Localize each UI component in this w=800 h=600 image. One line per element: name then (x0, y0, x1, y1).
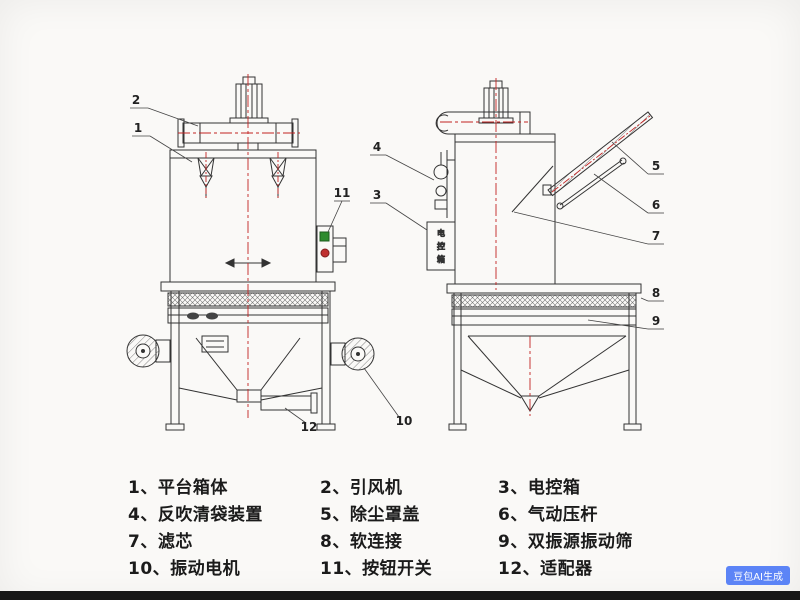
legend-num-2: 2、 (320, 478, 350, 498)
front-centerlines (178, 74, 300, 418)
legend-item-10: 10、振动电机 (128, 559, 320, 579)
callout-1: 1 (134, 121, 142, 135)
fan-motor-icon (229, 76, 269, 124)
legend-num-10: 10、 (128, 559, 171, 579)
callout-8: 8 (652, 286, 660, 300)
legend-label-12: 适配器 (540, 559, 593, 579)
legend-item-3: 3、电控箱 (498, 478, 758, 498)
callout-12: 12 (301, 420, 318, 434)
callout-5: 5 (652, 159, 660, 173)
legend-label-11: 按钮开关 (362, 559, 433, 579)
legend-label-6: 气动压杆 (527, 505, 598, 525)
electric-control-box: 电 控 箱 (426, 221, 456, 271)
ai-watermark-badge: 豆包AI生成 (726, 566, 790, 585)
legend-item-8: 8、软连接 (320, 532, 498, 552)
side-fan-scroll (435, 111, 531, 135)
legend-num-4: 4、 (128, 505, 158, 525)
legend-item-4: 4、反吹清袋装置 (128, 505, 320, 525)
legend-item-11: 11、按钮开关 (320, 559, 498, 579)
legend-label-2: 引风机 (349, 478, 403, 498)
callouts: 2 1 11 4 3 5 6 7 8 9 10 12 (130, 93, 664, 434)
callout-10: 10 (396, 414, 413, 428)
legend-num-6: 6、 (498, 505, 528, 525)
control-box-char-3: 箱 (437, 254, 445, 264)
legend-label-5: 除尘罩盖 (349, 505, 420, 525)
filter-bags-icon (197, 157, 287, 198)
control-box-char-1: 电 (437, 228, 445, 238)
callout-7: 7 (652, 229, 660, 243)
legend-item-6: 6、气动压杆 (498, 505, 758, 525)
legend-num-8: 8、 (320, 532, 350, 552)
callout-11: 11 (334, 186, 351, 200)
control-box-char-2: 控 (437, 241, 445, 251)
side-view: 电 控 箱 (426, 78, 654, 431)
callout-3: 3 (373, 188, 381, 202)
legend-num-11: 11、 (320, 559, 363, 579)
legend-item-1: 1、平台箱体 (128, 478, 320, 498)
callout-6: 6 (652, 198, 660, 212)
legend-label-8: 软连接 (349, 532, 403, 552)
pneumatic-rod (556, 157, 627, 210)
legend-num-1: 1、 (128, 478, 158, 498)
side-funnel (467, 335, 627, 412)
legend-item-2: 2、引风机 (320, 478, 498, 498)
callout-9: 9 (652, 314, 660, 328)
vibration-motor-right-icon (330, 337, 375, 371)
legend-num-7: 7、 (128, 532, 158, 552)
legend-label-7: 滤芯 (157, 532, 193, 552)
legend-item-5: 5、除尘罩盖 (320, 505, 498, 525)
legend-label-3: 电控箱 (527, 478, 581, 498)
legend-item-12: 12、适配器 (498, 559, 758, 579)
vibration-motor-left-icon (126, 334, 171, 368)
legend-label-4: 反吹清袋装置 (157, 505, 263, 525)
legend-label-10: 振动电机 (170, 559, 241, 579)
side-legs (448, 293, 642, 431)
back-blow-device (433, 150, 455, 218)
dust-cover (542, 111, 654, 197)
side-sieve-assembly (446, 283, 642, 326)
legend-num-12: 12、 (498, 559, 541, 579)
front-view (126, 74, 375, 431)
button-switch (316, 225, 347, 273)
legend-num-9: 9、 (498, 532, 528, 552)
legend-item-9: 9、双振源振动筛 (498, 532, 758, 552)
legend-item-7: 7、滤芯 (128, 532, 320, 552)
callout-4: 4 (373, 140, 381, 154)
legend-label-9: 双振源振动筛 (527, 532, 633, 552)
front-legs (165, 291, 336, 431)
side-platform-box (454, 133, 556, 285)
side-centerlines (440, 78, 651, 416)
platform-box (169, 149, 317, 283)
front-funnel-and-adapter (195, 337, 318, 414)
legend-num-5: 5、 (320, 505, 350, 525)
bottom-bar (0, 591, 800, 600)
callout-2: 2 (132, 93, 140, 107)
legend-label-1: 平台箱体 (157, 478, 228, 498)
technical-diagram: 电 控 箱 (126, 74, 664, 434)
legend: 1、平台箱体 2、引风机 3、电控箱 4、反吹清袋装置 5、除尘罩盖 6、气动压… (0, 478, 800, 579)
legend-num-3: 3、 (498, 478, 528, 498)
